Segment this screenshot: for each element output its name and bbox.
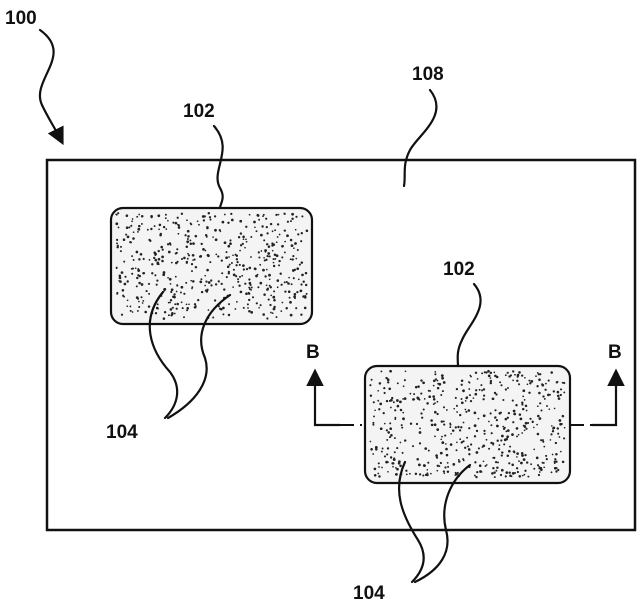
region-right-ref-label: 102: [443, 259, 475, 280]
region-left-leader-line: [212, 124, 224, 210]
substrate-outline: [45, 158, 637, 532]
region-left-particles: [115, 211, 309, 320]
region-left: [109, 206, 314, 326]
section-left-arrow: [306, 368, 342, 427]
region-right-leader-line: [456, 282, 482, 368]
figure-ref-label: 100: [5, 8, 37, 29]
substrate-leader-line: [402, 88, 438, 188]
particle-right-leader-line-1: [397, 460, 425, 584]
section-left-label: B: [306, 342, 320, 363]
region-right: [363, 364, 572, 485]
figure-ref-arrow: [38, 28, 64, 146]
region-left-ref-label: 102: [183, 101, 215, 122]
particle-right-leader-line-2: [413, 463, 472, 584]
section-right-arrow: [590, 368, 625, 427]
substrate-ref-label: 108: [412, 64, 444, 85]
particle-left-ref-label: 104: [106, 422, 138, 443]
particle-right-ref-label: 104: [353, 583, 385, 604]
particle-left-leader-line-2: [166, 293, 232, 420]
section-right-label: B: [608, 342, 622, 363]
region-right-particles: [369, 369, 566, 479]
particle-left-leader-line-1: [148, 290, 179, 420]
